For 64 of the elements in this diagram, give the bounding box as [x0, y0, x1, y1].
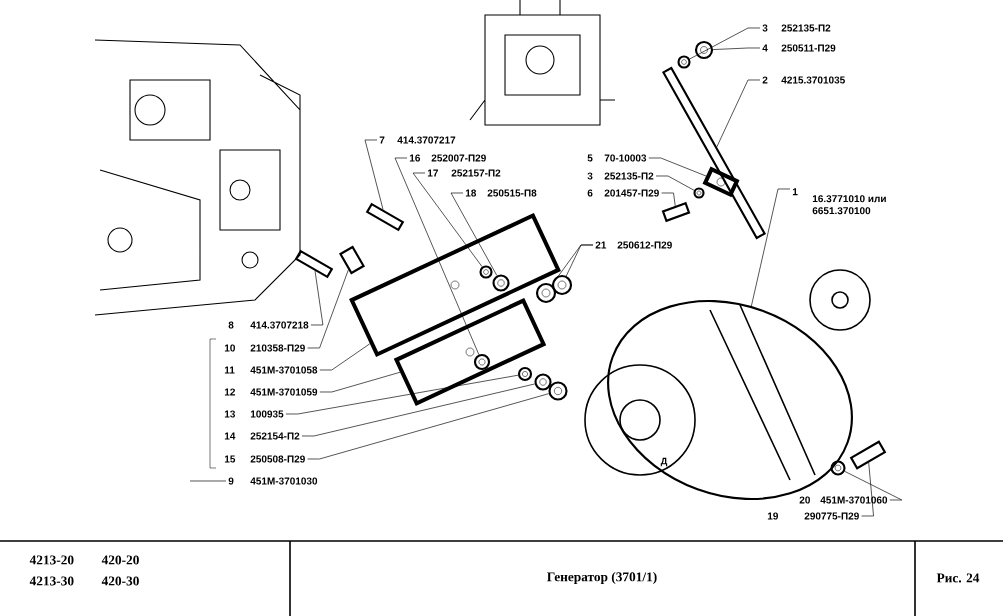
- callout-label: 9 451М-3701030: [228, 477, 318, 485]
- leader-line: [861, 462, 874, 517]
- washer: [517, 366, 533, 382]
- leader-line: [364, 139, 384, 210]
- leader-line: [189, 480, 227, 482]
- leader-line: [689, 27, 761, 60]
- leader-line: [301, 383, 535, 437]
- figure-number: Рис. 24: [936, 573, 980, 583]
- leader-line: [319, 343, 371, 371]
- leader-line: [285, 374, 519, 415]
- callout-label: 1 16.3771010 или 6651.370100: [792, 188, 886, 215]
- leader-line: [844, 471, 903, 501]
- nut: [535, 282, 557, 304]
- leader-line: [319, 371, 401, 393]
- leader-line: [751, 188, 791, 307]
- leader-line: [648, 157, 707, 177]
- nut: [492, 274, 510, 292]
- callout-label: 5 70-10003: [587, 154, 647, 162]
- callout-label: 3 252135-П2: [587, 172, 654, 180]
- leader-line: [716, 79, 761, 148]
- leader-line: [310, 270, 324, 326]
- leader-line: [307, 393, 550, 460]
- terminal-label: Д: [660, 457, 668, 467]
- callout-label: 12 451М-3701059: [224, 388, 318, 396]
- nut: [551, 274, 573, 296]
- leader-line: [412, 172, 483, 268]
- callout-label: 13 100935: [224, 410, 284, 418]
- callout-label: 21 250612-П29: [595, 241, 672, 249]
- callout-label: 7 414.3707217: [379, 136, 456, 144]
- leader-line: [655, 175, 695, 191]
- leader-line: [307, 269, 349, 349]
- callout-label: 17 252157-П2: [427, 169, 501, 177]
- callout-label: 3 252135-П2: [762, 24, 831, 32]
- callout-label: 15 250508-П29: [224, 455, 305, 463]
- title: Генератор (3701/1): [547, 571, 657, 585]
- leader-line: [394, 157, 480, 355]
- callout-label: 11 451М-3701058: [224, 366, 318, 374]
- model-number: 420-30: [101, 576, 139, 586]
- callout-label: 6 201457-П29: [587, 189, 659, 197]
- washer: [830, 460, 846, 476]
- leader-line: [450, 192, 498, 276]
- callout-label: 8 414.3707218: [228, 321, 309, 329]
- leader-line: [661, 192, 676, 207]
- washer: [693, 187, 705, 199]
- nut: [694, 40, 714, 60]
- callout-label: 4 250511-П29: [762, 44, 836, 52]
- callout-label: 10 210358-П29: [224, 344, 305, 352]
- callout-label: 20 451М-3701060: [799, 496, 888, 504]
- callout-label: 16 252007-П29: [409, 154, 486, 162]
- nut: [534, 373, 552, 391]
- callout-label: 14 252154-П2: [224, 432, 300, 440]
- washer: [677, 55, 691, 69]
- nut: [548, 381, 568, 401]
- leader-line: [566, 244, 594, 277]
- model-number: 4213-30: [29, 576, 74, 586]
- callout-label: 18 250515-П8: [465, 189, 537, 197]
- model-number: 420-20: [101, 555, 139, 565]
- callout-label: 2 4215.3701035: [762, 76, 845, 84]
- washer: [479, 265, 493, 279]
- strap: [662, 66, 766, 240]
- nut: [473, 353, 491, 371]
- callout-label: 19 290775-П29: [767, 512, 859, 520]
- leader-line: [712, 47, 761, 50]
- model-number: 4213-20: [29, 555, 74, 565]
